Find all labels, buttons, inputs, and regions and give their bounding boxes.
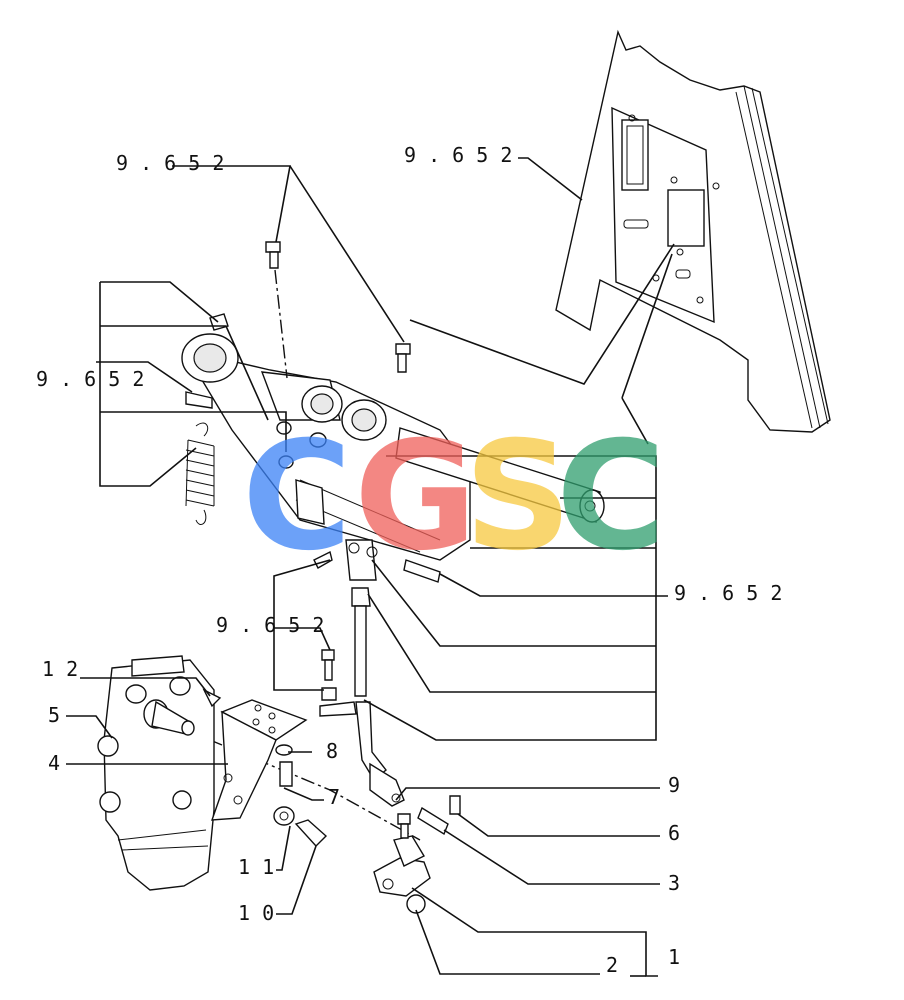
- small-bolt-and-nut: [321, 649, 337, 701]
- ref-label-center-lower: 9 . 6 5 2: [216, 613, 324, 637]
- part-number-7: 7: [328, 785, 340, 809]
- part-number-6: 6: [668, 821, 680, 845]
- pedal-shaft-assembly: [181, 333, 605, 583]
- chassis-frame-plate: [555, 29, 831, 433]
- lever-and-pins: [373, 795, 461, 914]
- part-number-5: 5: [48, 703, 60, 727]
- watermark: C G S C: [242, 410, 666, 584]
- ref-label-top-left: 9 . 6 5 2: [116, 151, 224, 175]
- part-number-2: 2: [606, 953, 618, 977]
- part-number-10: 1 0: [238, 901, 274, 925]
- top-bolts: [209, 241, 411, 373]
- pull-rod-assembly: [319, 539, 405, 807]
- watermark-letter-4: C: [556, 410, 666, 584]
- ref-label-right-middle: 9 . 6 5 2: [674, 581, 782, 605]
- part-number-4: 4: [48, 751, 60, 775]
- axis-line-top-bolt: [274, 269, 288, 379]
- ref-label-left-middle: 9 . 6 5 2: [36, 367, 144, 391]
- part-number-labels: 1 2 5 4 8 7 9 6 3 1 1 1 0 2 1: [42, 657, 680, 977]
- watermark-letter-2: G: [354, 410, 477, 584]
- part-number-9: 9: [668, 773, 680, 797]
- fasteners-lower: [273, 744, 328, 848]
- watermark-letter-3: S: [464, 410, 572, 584]
- ref-label-top-right: 9 . 6 5 2: [404, 143, 512, 167]
- part-number-8: 8: [326, 739, 338, 763]
- leader-lines: [66, 157, 675, 977]
- part-number-12: 1 2: [42, 657, 78, 681]
- return-spring: [185, 422, 215, 525]
- part-number-3: 3: [668, 871, 680, 895]
- mounting-bracket: [210, 699, 308, 821]
- part-number-11: 1 1: [238, 855, 274, 879]
- part-number-1: 1: [668, 945, 680, 969]
- watermark-letter-1: C: [242, 410, 352, 584]
- reference-labels: 9 . 6 5 2 9 . 6 5 2 9 . 6 5 2 9 . 6 5 2 …: [36, 143, 782, 637]
- brake-valve-body: [97, 655, 222, 891]
